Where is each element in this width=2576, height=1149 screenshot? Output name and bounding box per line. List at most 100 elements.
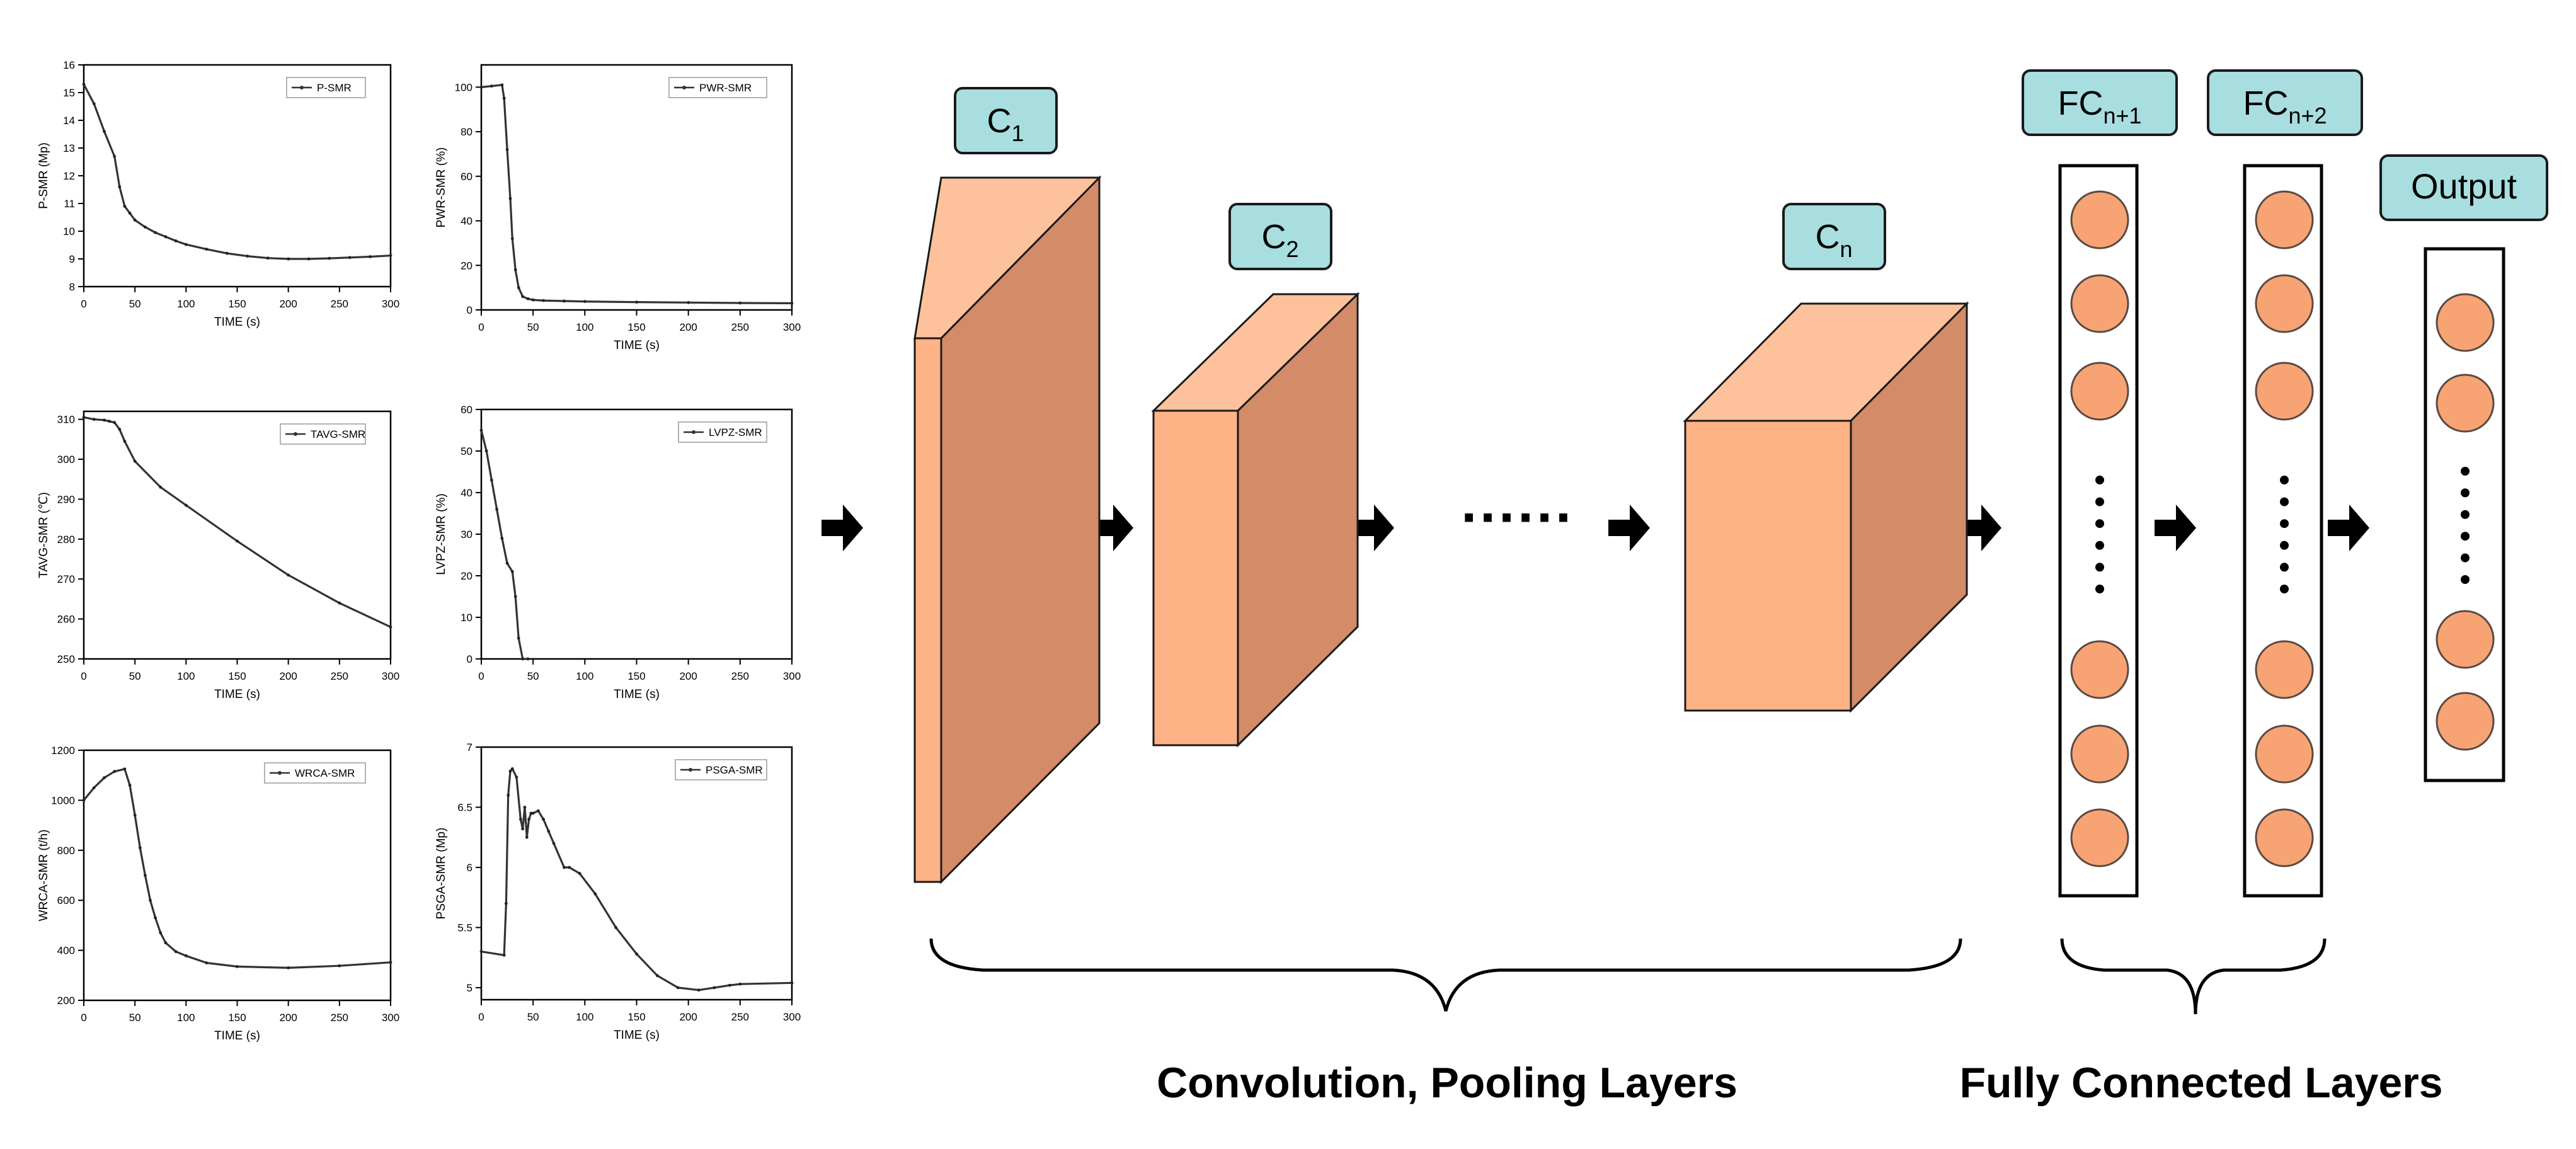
chart-4-data-point [521,657,525,661]
x-tick-label: 100 [177,298,195,310]
chart-2-data-point [505,148,509,151]
chart-1-data-point [266,256,270,260]
chart-6-data-point [507,794,510,797]
y-tick-label: 1200 [51,745,75,757]
chart-6-data-point [479,950,483,953]
chart-3-data-point [236,539,239,543]
chart-1-ylabel: P-SMR (Mp) [37,142,50,209]
chart-5-data-point [184,954,188,958]
label-c2-sub: 2 [1286,236,1298,262]
chart-6-data-point [547,830,551,833]
y-tick-label: 7 [467,741,472,753]
chart-2-ylabel: PWR-SMR (%) [435,147,448,228]
chart-6-data-point [502,953,506,957]
chart-6-data-point [728,983,731,987]
chart-2-data-point [502,96,506,100]
fc-n2-neuron [2255,190,2314,249]
fc-n1-neuron [2070,274,2129,333]
fc-n1-neuron [2070,640,2129,699]
y-tick-label: 270 [57,573,75,585]
chart-6-data-point [697,988,701,992]
chart-3-data-point [389,625,392,629]
chart-5-data-point [154,916,157,920]
chart-3-data-point [123,440,127,443]
x-tick-label: 300 [382,670,399,682]
chart-2-data-point [531,298,535,302]
y-tick-label: 15 [63,87,75,99]
chart-5-data-point [92,786,96,789]
chart-6-data-point [563,866,566,869]
chart-5-data-point [103,776,106,780]
output-ellipsis-dot [2461,532,2470,541]
chart-4-data-point [505,561,509,565]
label-c2-base: C [1261,218,1286,256]
chart-5-legend: WRCA-SMR [264,762,366,784]
chart-5-data-point [123,767,127,771]
x-tick-label: 50 [129,298,141,310]
chart-4-data-point [510,570,514,573]
chart-2-data-point [542,299,545,302]
y-tick-label: 5 [467,982,472,994]
label-c2: C2 [1228,203,1332,270]
x-tick-label: 300 [783,670,801,682]
fc-n1-ellipsis-dot [2095,497,2104,506]
chart-5-data-point [159,931,163,935]
svg-text:FCn+2: FCn+2 [2243,84,2327,129]
chart-6-data-point [593,892,597,896]
y-tick-label: 80 [461,126,472,138]
chart-5-data-point [144,874,147,877]
fc-n2-neuron [2255,808,2314,867]
y-tick-label: 10 [461,612,472,624]
chart-2-data-point [479,86,483,89]
output-ellipsis-dot [2461,510,2470,519]
chart-2-data-point [738,301,742,305]
fc-brace [2060,938,2327,1015]
chart-6-data-point [523,806,527,809]
chart-1-data-point [246,254,249,258]
x-tick-label: 150 [228,670,246,682]
chart-2-data-point [490,84,493,88]
chart-6-data-point [529,811,533,815]
legend-label: TAVG-SMR [311,428,365,440]
chart-6-data-point [568,866,571,869]
label-output-text: Output [2411,166,2517,206]
x-tick-label: 0 [81,670,86,682]
chart-1-data-point [113,154,117,158]
fc-n2-neuron [2255,640,2314,699]
y-tick-label: 0 [467,653,472,665]
fc-n1-neuron [2070,808,2129,867]
svg-text:FCn+1: FCn+1 [2058,84,2141,129]
chart-1-xlabel: TIME (s) [214,316,260,329]
chart-3-data-point [118,428,122,431]
x-tick-label: 50 [527,321,539,333]
x-tick-label: 200 [279,298,297,310]
x-tick-label: 300 [783,1011,801,1023]
chart-1-data-point [389,254,392,258]
x-tick-label: 150 [627,1011,645,1023]
chart-5-ylabel: WRCA-SMR (t/h) [37,830,50,922]
chart-6-data-point [656,974,659,978]
chart-6-data-point [614,926,617,929]
y-tick-label: 60 [461,171,472,183]
chart-3-data-point [287,573,290,577]
flow-arrow-5 [1960,505,2001,551]
chart-2-data-point [510,237,514,241]
legend-label: WRCA-SMR [295,767,355,779]
y-tick-label: 800 [57,845,75,857]
flow-arrow-6 [2155,505,2196,551]
fc-n2-ellipsis-dot [2280,519,2289,529]
chart-1-data-point [287,257,290,261]
x-tick-label: 300 [382,1012,399,1024]
chart-5-data-point [133,813,137,817]
fc-n1-ellipsis-dot [2095,563,2104,572]
legend-label: LVPZ-SMR [709,426,762,438]
chart-5-data-point [236,965,239,968]
x-tick-label: 150 [627,321,645,333]
y-tick-label: 6.5 [457,801,472,813]
chart-3-data-point [113,421,117,425]
chart-2-legend: PWR-SMR [668,77,767,98]
chart-1-data-point [123,205,127,208]
legend-label: PSGA-SMR [706,764,763,776]
chart-6-data-point [505,901,508,905]
x-tick-label: 250 [331,298,348,310]
